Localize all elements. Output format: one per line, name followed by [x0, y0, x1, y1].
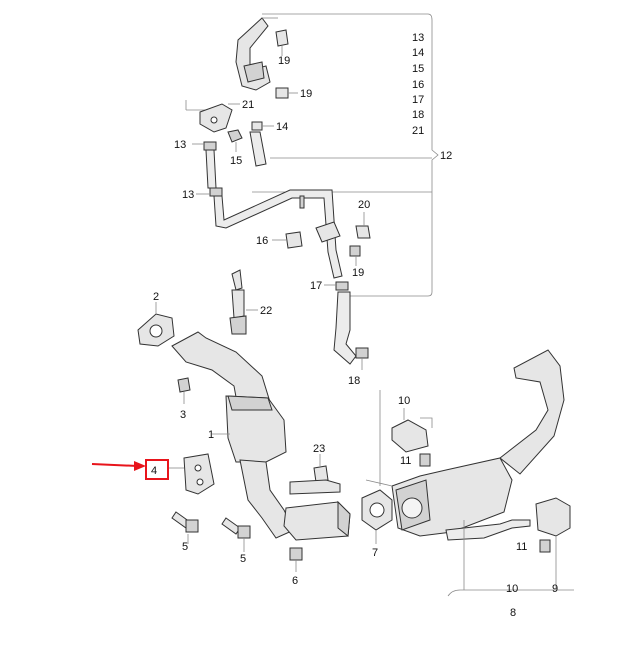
bolt-19-middle [275, 87, 298, 99]
bolt-19-top [275, 29, 289, 56]
bracket-21 [199, 103, 240, 133]
callout-21: 21 [242, 99, 254, 111]
callout-3: 3 [180, 409, 186, 421]
pipe-bracket-16 [272, 231, 303, 249]
middle-converter [283, 500, 351, 541]
callout-19-top: 19 [278, 55, 290, 67]
callout-12: 12 [440, 150, 452, 162]
group-12-item: 13 [412, 32, 424, 44]
highlight-marker: 4 [91, 459, 169, 480]
callout-2: 2 [153, 291, 159, 303]
group-12-item: 17 [412, 94, 424, 106]
lead-lines [365, 390, 574, 597]
callout-9: 9 [552, 583, 558, 595]
group-12-item: 14 [412, 47, 424, 59]
callout-6: 6 [292, 575, 298, 587]
group-12-item: 15 [412, 63, 424, 75]
callout-23: 23 [313, 443, 325, 455]
bracket-4 [168, 453, 215, 495]
bolt-5-right [221, 517, 251, 552]
bolt-19-lower [349, 245, 361, 266]
clamp-14 [251, 121, 274, 131]
front-pipe-catalytic-converter-1 [171, 331, 295, 539]
bolt-5-left [171, 511, 199, 544]
callout-10-bottom: 10 [506, 583, 518, 595]
upper-heat-shield-bracket [235, 17, 278, 91]
callout-5-left: 5 [182, 541, 188, 553]
group-12-item: 18 [412, 109, 424, 121]
callout-4: 4 [151, 465, 157, 477]
callout-5-right: 5 [240, 553, 246, 565]
callout-13-upper: 13 [174, 139, 186, 151]
callout-16: 16 [256, 235, 268, 247]
highlight-arrow [91, 463, 139, 467]
pipe-bracket-mount [299, 195, 341, 243]
callout-19-middle: 19 [300, 88, 312, 100]
vent-pipe [196, 187, 343, 279]
nut-3 [177, 377, 191, 404]
oxygen-sensor-22 [229, 269, 258, 335]
gasket-7 [361, 489, 393, 544]
callout-13-lower: 13 [182, 189, 194, 201]
nut-15 [227, 129, 243, 152]
callout-14: 14 [276, 121, 288, 133]
callout-10-top: 10 [398, 395, 410, 407]
highlight-box [145, 459, 169, 480]
bolt-20 [355, 212, 371, 239]
callout-18: 18 [348, 375, 360, 387]
nut-6 [289, 547, 303, 572]
group-12-item: 21 [412, 125, 424, 137]
bolt-11-left [419, 453, 431, 467]
callout-7: 7 [372, 547, 378, 559]
group-12-bracket [185, 13, 439, 297]
callout-22: 22 [260, 305, 272, 317]
hose-left-13 [192, 141, 217, 189]
callout-8: 8 [510, 607, 516, 619]
highlight-arrow-head [134, 461, 146, 471]
callout-11-left: 11 [400, 455, 411, 467]
clamp-18 [355, 347, 369, 370]
callout-1: 1 [208, 429, 214, 441]
rear-silencer-assembly [391, 349, 565, 541]
callout-17: 17 [310, 280, 322, 292]
bolt-11-right [539, 539, 551, 553]
mount-9 [535, 497, 571, 588]
rubber-mount-10 [391, 417, 433, 453]
group-12-item: 16 [412, 79, 424, 91]
callout-20: 20 [358, 199, 370, 211]
hose-17 [324, 281, 357, 365]
callout-15: 15 [230, 155, 242, 167]
hose-right [249, 131, 267, 167]
oxygen-sensor-23 [289, 454, 341, 495]
group-12-part-list: 13 14 15 16 17 18 21 [412, 32, 424, 137]
callout-19-lower: 19 [352, 267, 364, 279]
gasket-2 [137, 302, 175, 347]
callout-11-right: 11 [516, 541, 527, 553]
